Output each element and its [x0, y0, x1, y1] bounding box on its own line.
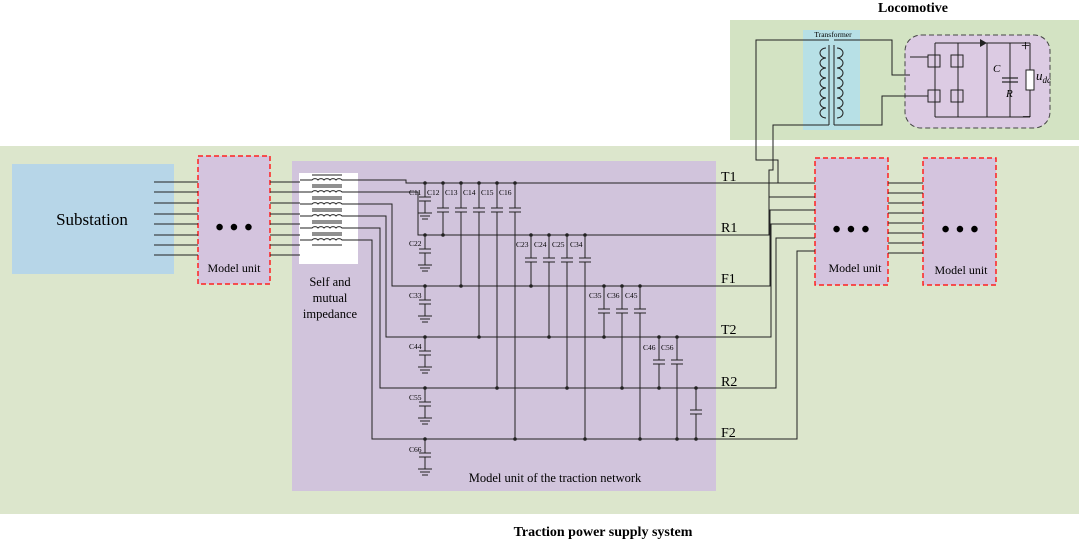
cap-label-c34: C34 [570, 240, 583, 249]
impedance-coil-3 [300, 214, 356, 217]
right-feed-3 [720, 223, 815, 338]
busbar-4 [356, 227, 720, 389]
right-feed-2 [720, 209, 815, 287]
cap-label-c22: C22 [409, 239, 422, 248]
cap-label-c11: C11 [409, 188, 421, 197]
busbar-2 [356, 203, 720, 287]
capacitor-layer [418, 181, 702, 476]
impedance-coil-4 [300, 226, 356, 229]
cap-label-c35: C35 [589, 291, 602, 300]
cap-label-c44: C44 [409, 342, 422, 351]
cap-label-c16: C16 [499, 188, 512, 197]
substation-block[interactable] [12, 164, 174, 274]
converter-box[interactable] [904, 34, 1051, 129]
cap-label-c15: C15 [481, 188, 494, 197]
wiring [154, 39, 923, 440]
right-feed-1 [720, 196, 815, 236]
impedance-coil-2 [300, 202, 356, 205]
cap-label-c46: C46 [643, 343, 656, 352]
converter-minus: − [1022, 109, 1031, 126]
model-unit-2-dots: • • • [832, 217, 869, 243]
model-unit-3-dots: • • • [941, 217, 978, 243]
transformer-secondary-bottom [834, 95, 910, 126]
converter-circuit [910, 39, 1035, 118]
right-feed-5 [720, 250, 815, 440]
cap-label-c25: C25 [552, 240, 565, 249]
line-label-f2: F2 [721, 426, 736, 441]
loco-feed-t1 [755, 39, 829, 183]
locomotive-title: Locomotive [878, 1, 948, 16]
cap-label-c33: C33 [409, 291, 422, 300]
model-unit-2-label: Model unit [829, 261, 883, 275]
model-unit-1-dots: • • • [215, 215, 252, 241]
network-label: Model unit of the traction network [469, 471, 642, 485]
converter-voltage-label: udc [1036, 68, 1051, 85]
cap-label-c45: C45 [625, 291, 638, 300]
cap-label-c14: C14 [463, 188, 476, 197]
busbar-0 [356, 179, 720, 184]
cap-label-c36: C36 [607, 291, 620, 300]
busbar-5 [356, 239, 720, 440]
loco-feed-r1 [768, 124, 829, 197]
impedance-coil-5 [300, 238, 356, 241]
model-unit-3[interactable] [922, 157, 997, 286]
converter-plus: + [1021, 38, 1030, 55]
line-label-f1: F1 [721, 272, 736, 287]
line-label-t1: T1 [721, 170, 737, 185]
impedance-label-1: Self and [309, 275, 351, 289]
cap-label-c56: C56 [661, 343, 674, 352]
transformer-band [803, 30, 860, 130]
model-unit-2[interactable] [814, 157, 889, 286]
transformer: Transformer [814, 30, 852, 125]
model-unit-3-label: Model unit [935, 263, 989, 277]
impedance-coil-1 [300, 190, 356, 193]
model-unit-1[interactable] [197, 155, 271, 285]
cap-label-c66: C66 [409, 445, 422, 454]
cap-label-c13: C13 [445, 188, 458, 197]
impedance-coil-0 [300, 178, 356, 181]
cap-label-c24: C24 [534, 240, 547, 249]
cap-label-c12: C12 [427, 188, 440, 197]
line-label-r1: R1 [721, 221, 737, 236]
impedance-label-3: impedance [303, 307, 358, 321]
transformer-label: Transformer [814, 30, 852, 39]
cap-label-c55: C55 [409, 393, 422, 402]
cap-label-c23: C23 [516, 240, 529, 249]
model-unit-1-label: Model unit [208, 261, 262, 275]
converter-resistor-label: R [1005, 88, 1013, 100]
system-title: Traction power supply system [514, 525, 693, 540]
transformer-secondary-top [834, 39, 910, 76]
busbar-3 [356, 215, 720, 338]
impedance-label-2: mutual [313, 291, 348, 305]
converter-capacitor-label: C [993, 63, 1001, 75]
impedance-white-box [299, 173, 358, 264]
right-feed-4 [720, 237, 815, 389]
substation-label: Substation [56, 210, 128, 229]
line-label-r2: R2 [721, 375, 737, 390]
impedance-coils [300, 174, 356, 246]
line-label-t2: T2 [721, 323, 737, 338]
